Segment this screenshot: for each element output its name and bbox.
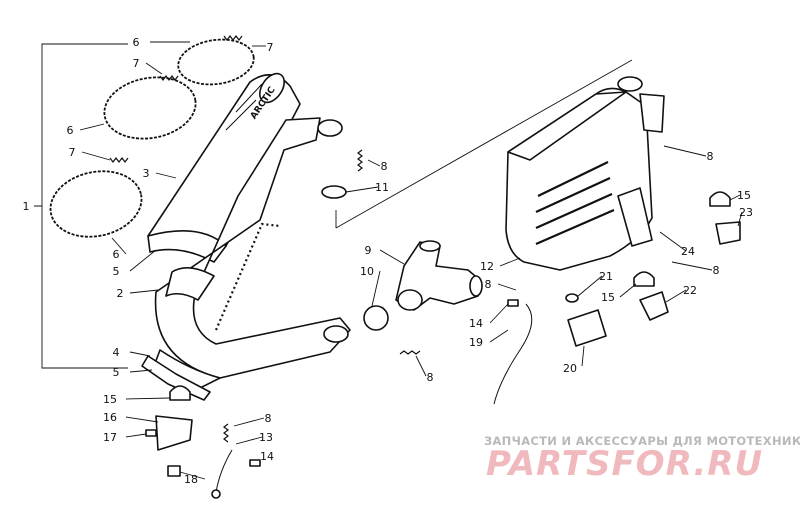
callout-15: 15 xyxy=(737,189,751,202)
washer-21 xyxy=(565,293,579,303)
callout-6: 6 xyxy=(113,248,120,261)
clamp-ring-bottom xyxy=(49,170,143,238)
ground-cable-19 xyxy=(493,303,533,405)
bracket-22 xyxy=(639,291,669,321)
callout-8: 8 xyxy=(265,412,272,425)
exhaust-pipe xyxy=(153,117,351,389)
callout-2: 2 xyxy=(117,287,124,300)
seal-ring-10 xyxy=(363,305,389,331)
callout-7: 7 xyxy=(133,57,140,70)
callout-12: 12 xyxy=(480,260,494,273)
bracket-24 xyxy=(617,187,653,247)
spring-8-a xyxy=(357,149,363,172)
bracket-23 xyxy=(715,221,741,245)
watermark-logo: PARTSFOR.RU xyxy=(486,444,764,484)
callout-8: 8 xyxy=(713,264,720,277)
callout-6: 6 xyxy=(67,124,74,137)
spring-8-c xyxy=(223,423,229,443)
callout-15: 15 xyxy=(103,393,117,406)
callout-14: 14 xyxy=(260,450,274,463)
spring-7-low xyxy=(109,157,129,163)
callout-5: 5 xyxy=(113,265,120,278)
callout-21: 21 xyxy=(599,270,613,283)
callout-14: 14 xyxy=(469,317,483,330)
spring-8-b xyxy=(399,350,421,355)
spring-7-top xyxy=(223,35,243,41)
callout-13: 13 xyxy=(259,431,273,444)
bolt-17 xyxy=(145,429,157,437)
callout-20: 20 xyxy=(563,362,577,375)
callout-1: 1 xyxy=(23,200,30,213)
callout-10: 10 xyxy=(360,265,374,278)
spring-7-mid xyxy=(159,75,179,81)
bolt-14-left xyxy=(249,459,261,467)
mount-15-left xyxy=(169,385,191,401)
callout-8: 8 xyxy=(485,278,492,291)
callout-labels: 1234556667778888889101112131414151515161… xyxy=(23,36,754,486)
nut-14-bottom xyxy=(211,489,221,499)
callout-15: 15 xyxy=(601,291,615,304)
callout-7: 7 xyxy=(267,41,274,54)
nut-18 xyxy=(167,465,181,477)
callout-24: 24 xyxy=(681,245,695,258)
watermark-caption: ЗАПЧАСТИ И АКСЕССУАРЫ ДЛЯ МОТОТЕХНИКИ xyxy=(484,434,800,448)
callout-18: 18 xyxy=(184,473,198,486)
callout-17: 17 xyxy=(103,431,117,444)
callout-8: 8 xyxy=(427,371,434,384)
callout-11: 11 xyxy=(375,181,389,194)
callout-6: 6 xyxy=(133,36,140,49)
reference-line xyxy=(335,59,633,229)
clamp-ring-middle xyxy=(103,76,197,140)
callout-8: 8 xyxy=(381,160,388,173)
callout-23: 23 xyxy=(739,206,753,219)
callout-4: 4 xyxy=(113,346,120,359)
bracket-16 xyxy=(155,415,193,451)
clamp-ring-top xyxy=(177,38,255,86)
bolt-14-right xyxy=(507,299,519,307)
callout-5: 5 xyxy=(113,366,120,379)
resonator xyxy=(505,76,665,271)
callout-7: 7 xyxy=(69,146,76,159)
mount-15-right xyxy=(709,191,731,207)
callout-22: 22 xyxy=(683,284,697,297)
callout-16: 16 xyxy=(103,411,117,424)
callout-8: 8 xyxy=(707,150,714,163)
callout-9: 9 xyxy=(365,244,372,257)
muffler: ARCTIC xyxy=(147,72,301,263)
callout-3: 3 xyxy=(143,167,150,180)
mount-15-mid xyxy=(633,271,655,287)
gasket-11 xyxy=(321,185,347,199)
heat-shield xyxy=(141,355,211,401)
bracket-20 xyxy=(567,309,607,347)
ground-cable-13 xyxy=(215,449,233,493)
y-connector xyxy=(395,240,483,311)
callout-19: 19 xyxy=(469,336,483,349)
group-bracket-1 xyxy=(34,43,128,369)
leader-lines xyxy=(79,41,743,480)
